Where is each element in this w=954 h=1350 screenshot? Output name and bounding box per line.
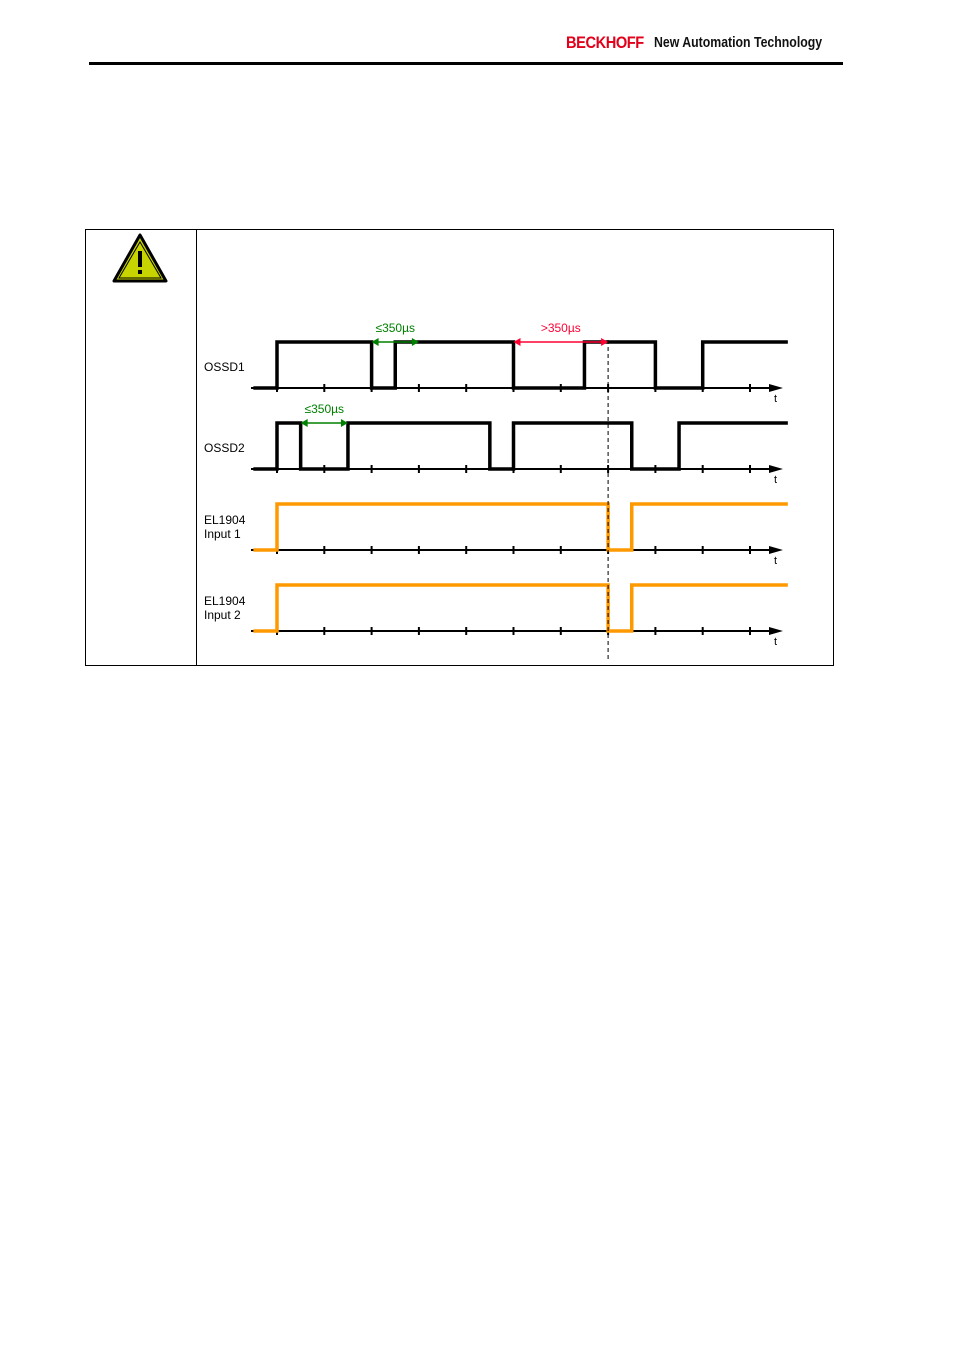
interval-3-label: ≤350µs bbox=[305, 402, 345, 416]
interval-2-arrow-right bbox=[601, 338, 609, 346]
channel-2-label: OSSD2 bbox=[204, 441, 245, 455]
warning-divider bbox=[196, 230, 197, 665]
channel-4-waveform bbox=[253, 583, 788, 633]
interval-2-arrow-left bbox=[513, 338, 521, 346]
channel-3-axis-label: t bbox=[774, 555, 777, 567]
interval-1-arrow-left bbox=[371, 338, 379, 346]
channel-3-waveform bbox=[253, 502, 788, 552]
beckhoff-logo: BECKHOFF New Automation Technology bbox=[566, 33, 822, 53]
channel-4-axis-label: t bbox=[774, 636, 777, 648]
channel-2-waveform bbox=[253, 421, 788, 471]
logo-brand: BECKHOFF bbox=[566, 33, 644, 52]
logo-tagline: New Automation Technology bbox=[654, 34, 823, 51]
channel-2-label-line: OSSD2 bbox=[204, 441, 245, 455]
channel-1-label-line: OSSD1 bbox=[204, 360, 245, 374]
channel-3-label-line: Input 1 bbox=[204, 527, 241, 541]
interval-1-arrow-right bbox=[411, 338, 419, 346]
channel-1-waveform bbox=[253, 340, 788, 390]
interval-2-label: >350µs bbox=[541, 321, 581, 335]
channel-4-label-line: EL1904 bbox=[204, 594, 246, 608]
interval-1-label: ≤350µs bbox=[375, 321, 415, 335]
channel-2-axis-label: t bbox=[774, 474, 777, 486]
channel-3-label-line: EL1904 bbox=[204, 513, 246, 527]
page-header: BECKHOFF New Automation Technology bbox=[0, 0, 954, 70]
channel-1-axis-label: t bbox=[774, 393, 777, 405]
channel-4-label-line: Input 2 bbox=[204, 608, 241, 622]
channel-1-axis-arrow bbox=[769, 384, 783, 392]
interval-3-arrow-right bbox=[340, 419, 348, 427]
header-rule bbox=[89, 62, 843, 65]
channel-4-axis-arrow bbox=[769, 627, 783, 635]
interval-3-arrow-left bbox=[300, 419, 308, 427]
channel-2-axis-arrow bbox=[769, 465, 783, 473]
warning-triangle-icon bbox=[112, 233, 168, 283]
channel-1-label: OSSD1 bbox=[204, 360, 245, 374]
channel-3-axis-arrow bbox=[769, 546, 783, 554]
